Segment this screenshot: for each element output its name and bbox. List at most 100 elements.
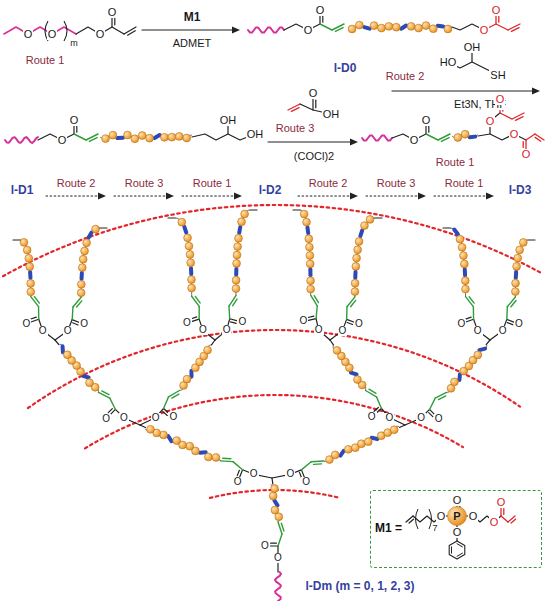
bond-line [55,340,59,345]
compound-label: l-Dm (m = 0, 1, 2, 3) [304,580,415,592]
atom-label: P [452,511,461,522]
linker-unit [239,227,240,233]
linker-unit [234,269,238,275]
phosphate-bead [462,285,470,293]
reagent-label: OH [219,115,238,126]
double-bond [511,301,516,307]
atom-label: O [107,7,118,18]
atom-label: O [354,319,364,329]
arrow-head [350,193,358,200]
double-bond [76,126,77,132]
phosphate-bead [303,218,311,226]
linker-unit [184,227,186,233]
phosphate-bead [454,134,462,142]
atom-label: O [314,325,324,335]
generation-arc [3,205,543,276]
phosphate-bead [300,210,308,218]
route-label: Route 1 [25,55,66,66]
double-bond [163,412,167,416]
double-bond [535,134,544,140]
double-bond [73,297,81,307]
double-bond [314,296,318,303]
phosphate-bead [178,218,186,226]
phosphate-bead [415,24,423,32]
atom-label: O [509,129,520,140]
linker-unit [168,436,171,441]
atom-label: O [468,511,479,522]
bead-chain [333,346,366,388]
phosphate-bead [306,243,314,251]
atom-label: O [22,319,32,329]
bead-chain [447,349,485,393]
phosphate-bead [233,251,241,259]
double-bond [89,138,97,142]
double-bond [191,319,200,322]
atom-label: O [273,553,283,563]
arrow-head [350,139,358,146]
phosphate-bead [102,135,110,143]
double-bond [374,407,378,411]
double-bond [271,543,277,544]
phosphate-bead [131,135,139,143]
atom-label: O [260,541,270,551]
atom-label: O [63,326,73,336]
phosphate-bead [187,259,195,267]
phosphate-bead [27,288,35,296]
compound-label: l-D3 [508,184,533,196]
phosphate-bead [86,379,94,387]
double-bond [503,509,504,515]
phosphate-bead [456,235,464,243]
dotted-arrow [46,195,100,196]
subscript-label: m [69,39,79,48]
linker-unit [117,136,123,140]
bond-line [500,113,512,119]
linker-unit [470,135,476,140]
linker-unit [454,229,458,234]
phosphate-bead [519,239,527,247]
chain-backbone [179,345,211,391]
double-bond [102,391,109,395]
reaction-arrow [268,141,352,142]
phosphate-bead [175,133,183,141]
linker-unit [340,451,343,456]
double-bond [77,301,82,307]
chain-backbone [447,345,487,392]
phosphate-bead [361,222,369,230]
double-bond [191,317,196,319]
bond-line [110,398,116,409]
chain-backbone [59,344,98,392]
atom-label: O [409,135,420,146]
arrow-head [532,88,540,95]
atom-label: O [436,511,447,522]
reagent-label: OH [463,42,482,53]
phosphate-bead [25,254,33,262]
bond-line [228,306,230,319]
phosphate-bead [444,25,452,33]
linker-unit [457,374,462,380]
double-bond [220,460,233,462]
peg-chain [362,135,392,140]
linker-unit [155,135,160,138]
bond-line [486,340,490,345]
linker-unit [514,272,518,278]
phosphate-bead [358,440,366,448]
atom-label: O [498,326,508,336]
reagent-label: SH [489,70,506,81]
phosphate-bead [353,254,361,262]
double-bond [469,297,474,303]
compound-label: l-D0 [333,62,358,74]
route-label: Route 2 [308,178,349,189]
bond-line [13,239,20,240]
linker-unit [89,233,92,238]
phenyl-ring [451,547,452,553]
phosphate-bead [146,134,154,142]
bond-line [330,340,333,345]
atom-label: O [495,94,506,105]
atom-label: O [222,325,232,335]
double-bond [366,391,377,397]
phosphate-bead [306,260,314,268]
double-bond [319,14,320,24]
bead-chain [511,239,527,296]
bracket [416,509,419,529]
double-bond [335,28,343,32]
